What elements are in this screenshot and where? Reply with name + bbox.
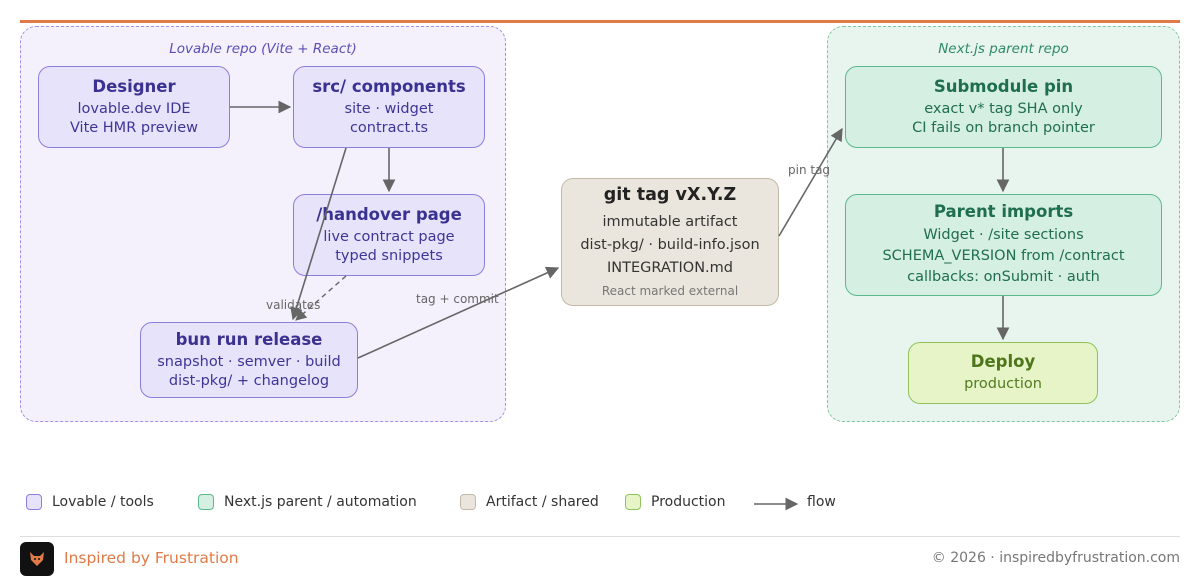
- node-pin-title: Submodule pin: [933, 76, 1074, 96]
- edge-release-to-tag: [357, 266, 560, 359]
- node-tag-line: immutable artifact: [602, 214, 738, 230]
- node-pin-line: exact v* tag SHA only: [924, 100, 1083, 117]
- node-components-line: site · widget: [344, 100, 434, 117]
- edge-handover-validates-release: [295, 275, 347, 321]
- node-release-line: snapshot · semver · build: [157, 353, 341, 370]
- node-imports-title: Parent imports: [933, 202, 1074, 221]
- node-deploy[interactable]: Deploy production: [908, 342, 1098, 404]
- node-git-tag[interactable]: git tag vX.Y.Z immutable artifact dist-p…: [561, 178, 779, 306]
- node-designer-line: lovable.dev IDE: [77, 100, 191, 117]
- node-designer[interactable]: Designer lovable.dev IDE Vite HMR previe…: [38, 66, 230, 148]
- node-submodule-pin[interactable]: Submodule pin exact v* tag SHA only CI f…: [845, 66, 1162, 148]
- node-handover-title: /handover page: [316, 204, 462, 224]
- node-handover[interactable]: /handover page live contract page typed …: [293, 194, 485, 276]
- fox-icon: [30, 552, 44, 566]
- legend: Lovable / tools Next.js parent / automat…: [0, 494, 1200, 514]
- node-tag-note: React marked external: [601, 284, 739, 298]
- node-deploy-title: Deploy: [970, 352, 1036, 371]
- edge-label-pin-tag: pin tag: [788, 163, 830, 177]
- top-accent-rule: [20, 20, 1180, 23]
- node-tag-line: dist-pkg/ · build-info.json: [580, 237, 760, 253]
- node-tag-line: INTEGRATION.md: [607, 260, 733, 276]
- node-components-title: src/ components: [312, 76, 466, 96]
- node-release-line: dist-pkg/ + changelog: [168, 372, 330, 389]
- node-pin-line: CI fails on branch pointer: [912, 119, 1095, 136]
- legend-item-production: Production: [625, 494, 725, 510]
- legend-item-lovable: Lovable / tools: [26, 494, 154, 510]
- footer-rule: [20, 536, 1180, 537]
- legend-label-flow: flow: [807, 494, 836, 510]
- legend-label-production: Production: [651, 494, 726, 510]
- legend-swatch-production: [625, 494, 641, 510]
- node-designer-line: Vite HMR preview: [69, 119, 199, 136]
- legend-label-next: Next.js parent / automation: [224, 494, 417, 510]
- legend-swatch-artifact: [460, 494, 476, 510]
- node-deploy-line: production: [964, 376, 1042, 392]
- group-lovable-title: Lovable repo (Vite + React): [169, 41, 357, 57]
- node-imports-line: callbacks: onSubmit · auth: [907, 269, 1100, 285]
- node-imports-line: SCHEMA_VERSION from /contract: [882, 248, 1125, 264]
- edge-label-tag-commit: tag + commit: [416, 292, 499, 306]
- node-imports-line: Widget · /site sections: [923, 227, 1084, 243]
- legend-item-next: Next.js parent / automation: [198, 494, 417, 510]
- legend-item-flow: flow: [807, 494, 836, 510]
- brand-name[interactable]: Inspired by Frustration: [64, 549, 239, 567]
- node-handover-line: live contract page: [323, 228, 455, 245]
- legend-label-artifact: Artifact / shared: [486, 494, 599, 510]
- group-next-title: Next.js parent repo: [938, 41, 1069, 57]
- node-components-line: contract.ts: [349, 119, 429, 136]
- node-parent-imports[interactable]: Parent imports Widget · /site sections S…: [845, 194, 1162, 296]
- copyright-text: © 2026 · inspiredbyfrustration.com: [931, 550, 1180, 566]
- legend-item-artifact: Artifact / shared: [460, 494, 599, 510]
- node-release[interactable]: bun run release snapshot · semver · buil…: [140, 322, 358, 398]
- edge-tag-to-pin: [778, 127, 843, 237]
- edge-label-validates: validates: [266, 298, 320, 312]
- legend-swatch-lovable: [26, 494, 42, 510]
- legend-label-lovable: Lovable / tools: [52, 494, 154, 510]
- brand-logo[interactable]: [20, 542, 54, 576]
- node-tag-title: git tag vX.Y.Z: [603, 185, 737, 205]
- edge-components-to-release: [290, 147, 347, 321]
- node-designer-title: Designer: [92, 76, 176, 96]
- node-handover-line: typed snippets: [335, 247, 443, 264]
- node-release-title: bun run release: [175, 329, 323, 349]
- legend-swatch-next: [198, 494, 214, 510]
- node-components[interactable]: src/ components site · widget contract.t…: [293, 66, 485, 148]
